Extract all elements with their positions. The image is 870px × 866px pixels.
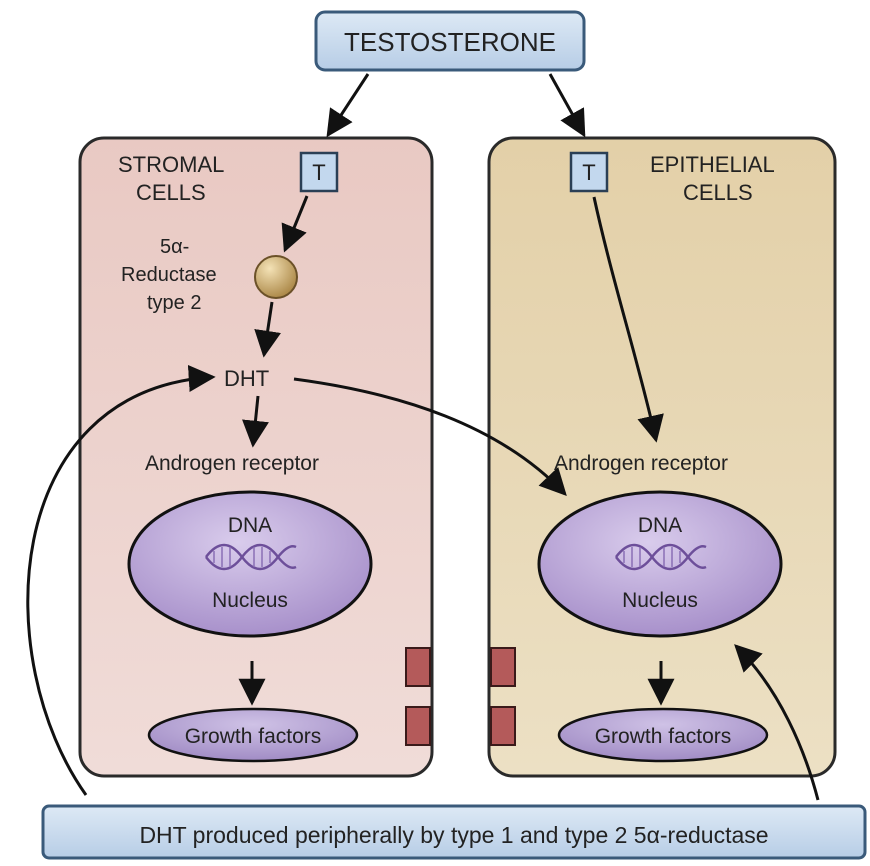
arrow-t-to-enzyme: [281, 195, 309, 253]
epithelial-nucleus-label: Nucleus: [622, 589, 698, 612]
arrow-testosterone-to-epithelial: [548, 73, 586, 138]
enzyme-label-line2: Reductase: [121, 264, 217, 286]
stromal-dna-helix-icon: [205, 543, 297, 571]
stromal-t-box: [299, 151, 339, 193]
enzyme-label-line1: 5α-: [160, 236, 189, 258]
epithelial-receptor-block-upper: [490, 647, 516, 687]
stromal-dna-label: DNA: [228, 514, 272, 537]
epithelial-title-line1: EPITHELIAL: [650, 152, 775, 177]
arrow-enzyme-to-dht: [254, 301, 281, 358]
stromal-growth-factors: [147, 707, 359, 763]
reductase-enzyme: [254, 255, 298, 299]
epithelial-growth-label: Growth factors: [595, 725, 732, 748]
epithelial-t-box: [569, 151, 609, 193]
stromal-title-line1: STROMAL: [118, 152, 224, 177]
arrow-peripheral-dht-to-stromal: [26, 365, 216, 796]
arrow-testosterone-to-stromal: [326, 73, 370, 138]
epithelial-t-label: T: [582, 160, 595, 185]
arrow-dht-to-receptor: [242, 395, 269, 448]
stromal-receptor-label: Androgen receptor: [145, 452, 319, 475]
peripheral-dht-label: DHT produced peripherally by type 1 and …: [139, 822, 768, 848]
epithelial-receptor-label: Androgen receptor: [554, 452, 728, 475]
testosterone-box: [314, 10, 586, 72]
stromal-receptor-block-upper: [405, 647, 431, 687]
stromal-growth-label: Growth factors: [185, 725, 322, 748]
dht-label: DHT: [224, 366, 269, 391]
stromal-receptor-block-lower: [405, 706, 431, 746]
epithelial-receptor-block-lower: [490, 706, 516, 746]
arrow-peripheral-dht-to-epithelial: [734, 644, 820, 801]
arrow-epithelial-t-to-receptor: [592, 196, 664, 443]
peripheral-dht-box: [41, 804, 867, 860]
arrow-dht-to-epithelial-nucleus: [293, 377, 567, 496]
stromal-t-label: T: [312, 160, 325, 185]
enzyme-label-line3: type 2: [147, 292, 201, 314]
epithelial-growth-factors: [557, 707, 769, 763]
epithelial-title-line2: CELLS: [683, 180, 753, 205]
epithelial-dna-helix-icon: [615, 543, 707, 571]
testosterone-label: TESTOSTERONE: [344, 27, 556, 57]
stromal-nucleus-label: Nucleus: [212, 589, 288, 612]
epithelial-dna-label: DNA: [638, 514, 682, 537]
stromal-title-line2: CELLS: [136, 180, 206, 205]
